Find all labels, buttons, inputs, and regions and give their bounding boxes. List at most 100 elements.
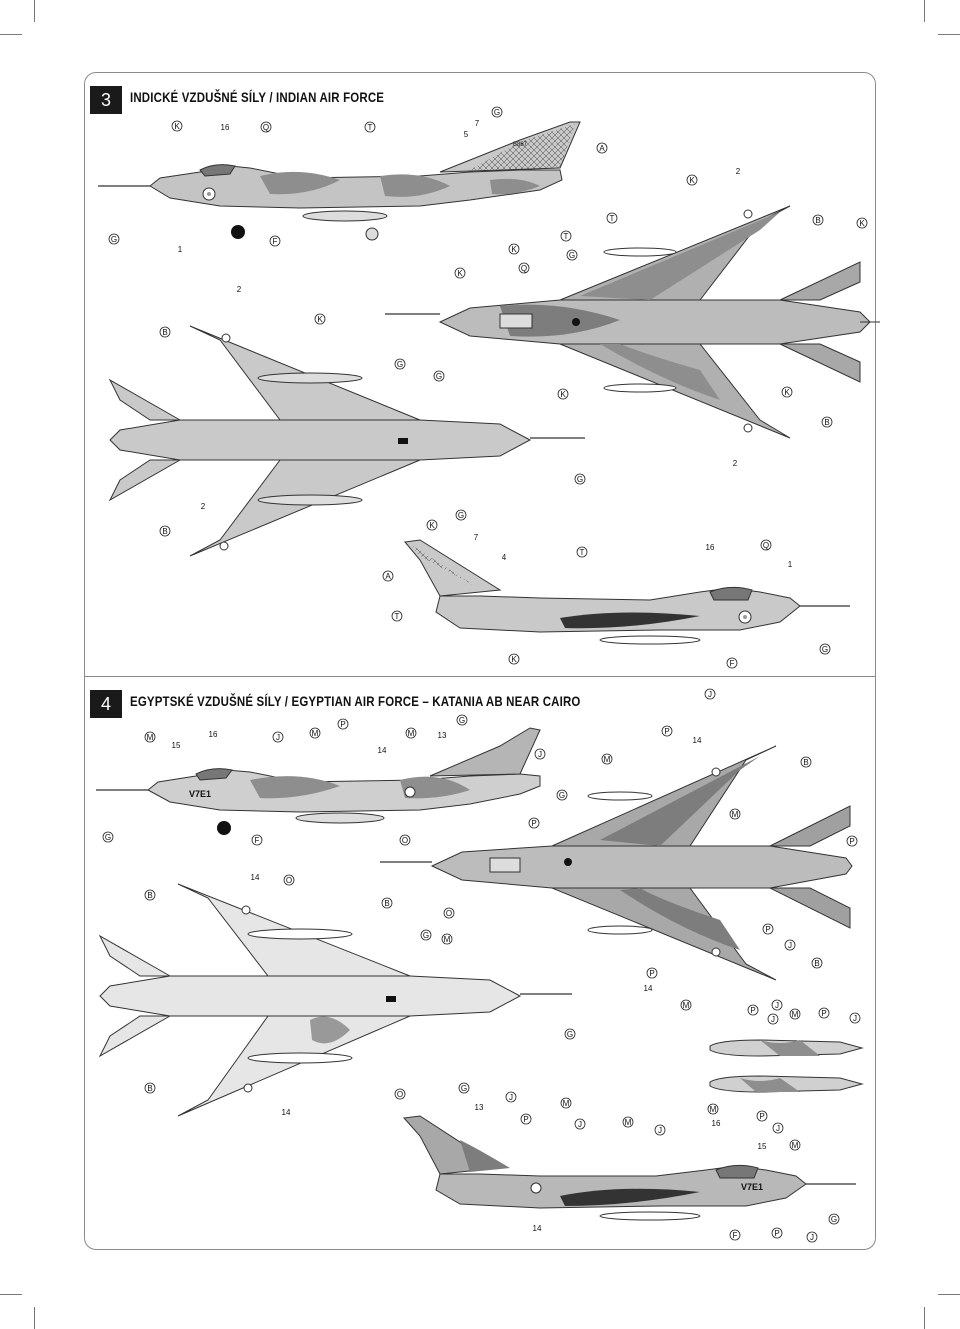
callout-circle — [508, 243, 520, 255]
callout-circle — [704, 688, 716, 700]
callout-circle — [528, 817, 540, 829]
callout-label: P — [531, 819, 536, 828]
callout-label: M — [792, 1141, 799, 1150]
callout-circle — [686, 174, 698, 186]
fuselage-code: V7E1 — [189, 789, 211, 799]
callout-label: G — [423, 931, 429, 940]
callout-circle — [505, 1091, 517, 1103]
callout-label: 16 — [221, 123, 230, 132]
callout-circle — [455, 509, 467, 521]
callout-label: G — [397, 360, 403, 369]
callout-label: K — [457, 269, 463, 278]
callout-circle — [426, 519, 438, 531]
callout-circle — [784, 939, 796, 951]
callout-circle — [433, 370, 445, 382]
callout-label: J — [776, 1124, 780, 1133]
callout-label: 14 — [693, 736, 702, 745]
callout-label: 7 — [474, 533, 479, 542]
callout-circle — [534, 748, 546, 760]
callout-circle — [622, 1116, 634, 1128]
callout-label: T — [395, 612, 400, 621]
callout-label: P — [774, 1229, 779, 1238]
callout-circle — [144, 731, 156, 743]
callout-label: 15 — [172, 741, 181, 750]
india-bottom-view — [108, 325, 585, 557]
egypt-drop-tanks — [709, 1039, 864, 1093]
callout-circle — [394, 1088, 406, 1100]
callout-label: M — [792, 1010, 799, 1019]
callout-label: K — [784, 388, 790, 397]
callout-label: F — [255, 836, 260, 845]
callout-label: G — [577, 475, 583, 484]
callout-label: M — [312, 729, 319, 738]
callout-circle — [556, 789, 568, 801]
callout-label: 2 — [237, 285, 242, 294]
callout-label: P — [849, 837, 854, 846]
callout-circle — [391, 610, 403, 622]
callout-label: K — [511, 655, 517, 664]
fuselage-code: V7E1 — [741, 1182, 763, 1192]
callout-label: B — [162, 328, 167, 337]
callout-circle — [726, 657, 738, 669]
callout-label: O — [446, 909, 452, 918]
callout-circle — [441, 933, 453, 945]
callout-label: F — [730, 659, 735, 668]
callout-label: 2 — [733, 459, 738, 468]
callout-label: M — [444, 935, 451, 944]
callout-label: M — [683, 1001, 690, 1010]
crop-mark — [924, 0, 925, 22]
callout-label: M — [147, 733, 154, 742]
callout-circle — [364, 121, 376, 133]
callout-label: O — [397, 1090, 403, 1099]
crop-mark — [924, 1307, 925, 1329]
india-side-view: B867 — [98, 121, 581, 241]
callout-label: K — [317, 315, 323, 324]
callout-circle — [654, 1124, 666, 1136]
callout-label: J — [788, 941, 792, 950]
callout-label: T — [580, 548, 585, 557]
callout-label: B — [814, 959, 819, 968]
callout-label: J — [853, 1014, 857, 1023]
callout-label: 13 — [475, 1103, 484, 1112]
callout-circle — [821, 416, 833, 428]
callout-label: G — [822, 645, 828, 654]
callout-label: 14 — [378, 746, 387, 755]
callout-label: P — [821, 1009, 826, 1018]
callout-label: G — [461, 1084, 467, 1093]
callout-label: K — [429, 521, 435, 530]
callout-circle — [458, 1082, 470, 1094]
callout-label: T — [368, 123, 373, 132]
callout-circle — [560, 230, 572, 242]
callout-label: G — [567, 1030, 573, 1039]
crop-mark — [938, 1294, 960, 1295]
egypt-bottom-view — [98, 883, 572, 1117]
callout-label: G — [559, 791, 565, 800]
callout-label: P — [750, 1006, 755, 1015]
callout-circle — [661, 725, 673, 737]
callout-circle — [707, 1103, 719, 1115]
callout-circle — [771, 999, 783, 1011]
callout-circle — [849, 1012, 861, 1024]
callout-label: P — [664, 727, 669, 736]
callout-label: 14 — [251, 873, 260, 882]
egypt-side-view-2: V7E1 — [402, 1115, 856, 1221]
callout-label: T — [564, 232, 569, 241]
callout-label: F — [273, 237, 278, 246]
callout-label: 16 — [209, 730, 218, 739]
callout-circle — [767, 1013, 779, 1025]
callout-label: M — [625, 1118, 632, 1127]
crop-mark — [938, 34, 960, 35]
callout-circle — [171, 120, 183, 132]
callout-circle — [574, 473, 586, 485]
india-top-view — [385, 205, 880, 439]
callout-circle — [309, 727, 321, 739]
callout-circle — [314, 313, 326, 325]
callout-label: J — [771, 1015, 775, 1024]
callout-circle — [566, 249, 578, 261]
crop-mark — [34, 1307, 35, 1329]
callout-label: 2 — [736, 167, 741, 176]
callout-circle — [771, 1227, 783, 1239]
callout-label: G — [436, 372, 442, 381]
callout-circle — [856, 217, 868, 229]
callout-circle — [596, 142, 608, 154]
